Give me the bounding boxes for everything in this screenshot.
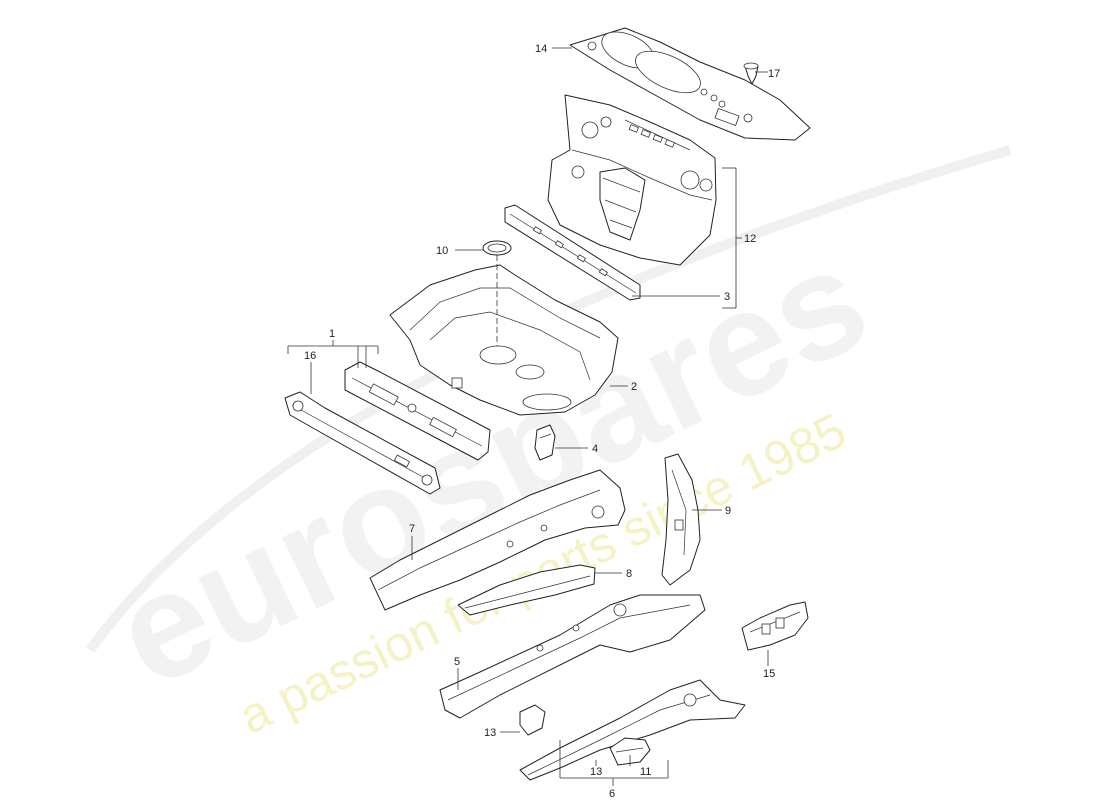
label-15: 15: [763, 668, 775, 680]
part-16-cross-member[interactable]: [284, 391, 441, 495]
part-7-longitudinal-rail[interactable]: [369, 469, 626, 611]
part-13-bracket[interactable]: [519, 704, 546, 736]
part-11-bracket[interactable]: [609, 737, 651, 766]
part-6-side-member[interactable]: [519, 679, 746, 781]
part-1-cross-member-assembly[interactable]: [344, 361, 491, 461]
label-12: 12: [744, 233, 756, 245]
part-5-side-sill[interactable]: [439, 594, 706, 719]
label-5: 5: [454, 656, 460, 668]
part-10-seal-ring[interactable]: [482, 240, 512, 256]
part-8-side-member[interactable]: [457, 564, 596, 616]
label-4: 4: [592, 443, 598, 455]
label-10: 10: [436, 245, 448, 257]
callout-labels: 14 17 12 10 3 1 16 2 4 9 7 8 5 15 13 13 …: [304, 43, 780, 800]
part-4-bracket[interactable]: [534, 424, 556, 461]
part-15-bracket[interactable]: [741, 601, 809, 651]
label-3: 3: [724, 291, 730, 303]
part-12-bulkhead[interactable]: [547, 94, 717, 266]
label-16: 16: [304, 350, 316, 362]
part-2-floor-pan[interactable]: [389, 264, 619, 416]
label-1: 1: [329, 328, 335, 340]
label-13-bottom: 13: [590, 766, 602, 778]
label-7: 7: [409, 523, 415, 535]
leader-lines: [287, 47, 769, 786]
part-3-cross-member[interactable]: [504, 204, 641, 301]
part-14-upper-panel[interactable]: [569, 25, 811, 141]
label-9: 9: [725, 505, 731, 517]
part-9-pillar[interactable]: [661, 453, 701, 586]
part-17-plug[interactable]: [743, 62, 759, 85]
label-6: 6: [609, 788, 615, 800]
label-2: 2: [631, 381, 637, 393]
label-14: 14: [535, 43, 547, 55]
label-13-left: 13: [484, 727, 496, 739]
label-17: 17: [768, 68, 780, 80]
label-11: 11: [640, 766, 651, 778]
label-8: 8: [626, 568, 632, 580]
